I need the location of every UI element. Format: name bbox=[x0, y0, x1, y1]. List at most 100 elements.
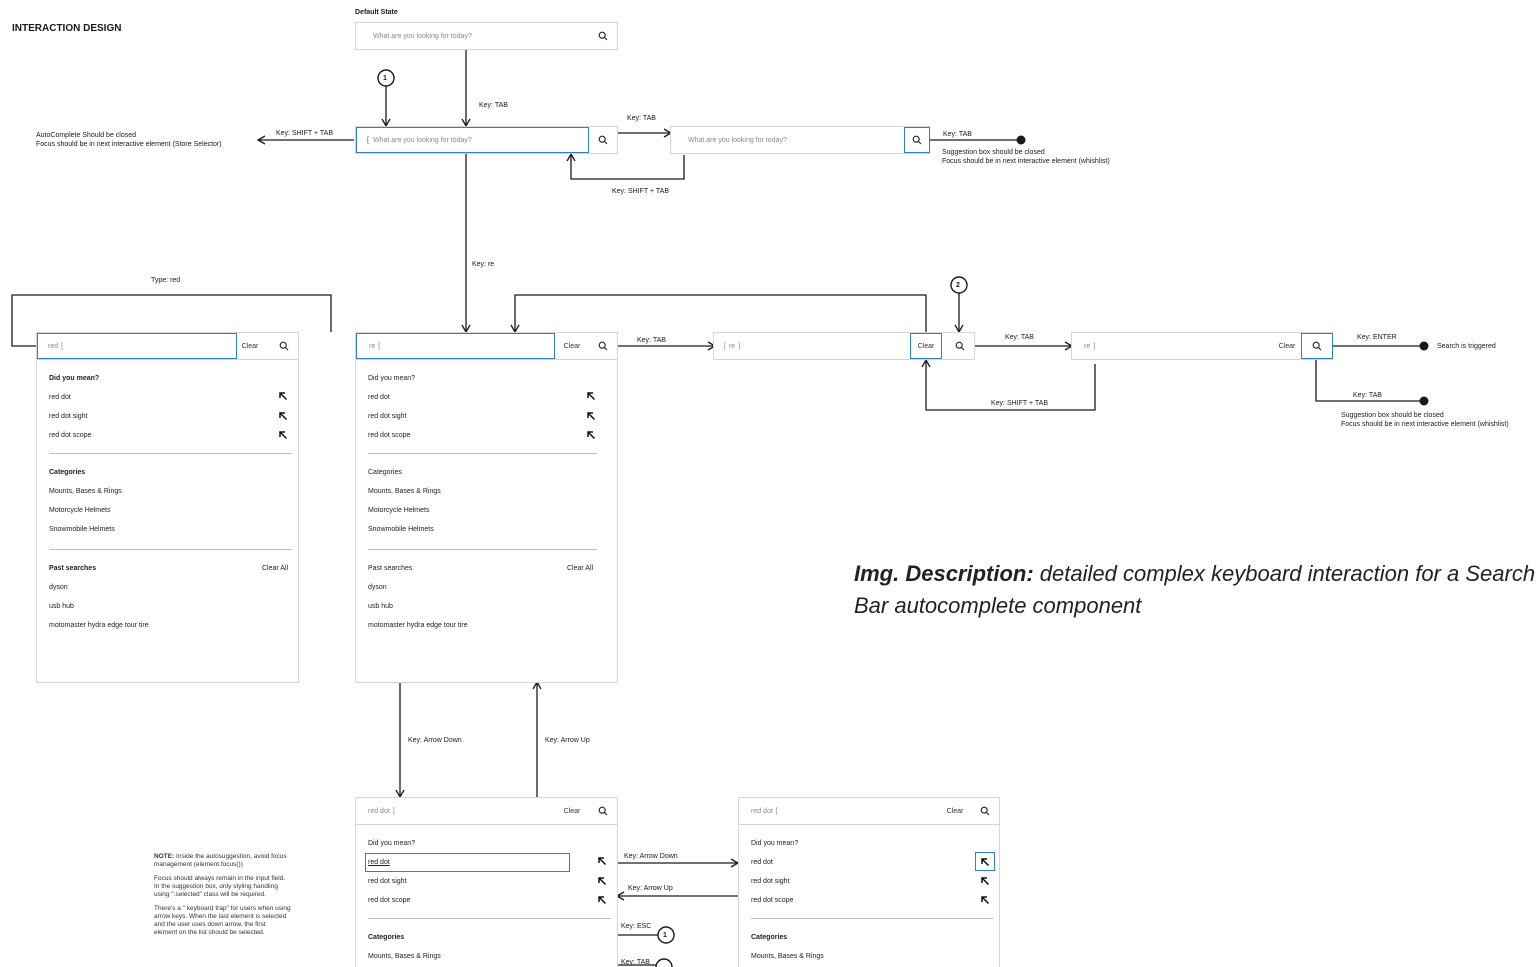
edge-shift-tab-back bbox=[566, 152, 685, 180]
search-icon[interactable] bbox=[971, 798, 999, 824]
categories-heading: Categories bbox=[368, 934, 405, 941]
search-icon[interactable] bbox=[946, 333, 974, 359]
category-item[interactable]: Mounts, Bases & Rings bbox=[49, 488, 122, 495]
note-line: Inside the autosuggestion, avoid focus bbox=[174, 853, 287, 860]
fill-arrow-icon[interactable] bbox=[980, 895, 990, 905]
category-item[interactable]: Mounts, Bases & Rings bbox=[751, 953, 824, 960]
edge-label-arrow-down: Key: Arrow Down bbox=[408, 737, 462, 744]
suggestion-item-selected[interactable]: red dot bbox=[365, 853, 570, 872]
did-you-mean-heading: Did you mean? bbox=[368, 840, 416, 847]
search-icon[interactable] bbox=[270, 333, 298, 359]
search-icon[interactable] bbox=[589, 23, 617, 49]
search-input[interactable]: red dot] bbox=[368, 807, 395, 815]
note-line: There's a " keyboard trap" for users whe… bbox=[154, 905, 291, 912]
suggestion-item[interactable]: red dot bbox=[751, 859, 773, 866]
search-input[interactable]: re] bbox=[1084, 342, 1096, 350]
search-input[interactable]: re[ bbox=[356, 333, 555, 359]
fill-arrow-icon-selected[interactable] bbox=[975, 852, 995, 871]
search-input[interactable]: What are you looking for today? bbox=[688, 136, 787, 144]
clear-button[interactable]: Clear bbox=[1278, 342, 1296, 350]
suggestion-item[interactable]: red dot sight bbox=[368, 878, 407, 885]
past-searches-heading: Past searches bbox=[49, 565, 97, 572]
suggestion-item[interactable]: red dot sight bbox=[49, 413, 88, 420]
edge-clear-loop bbox=[510, 294, 927, 334]
past-search-item[interactable]: motomaster hydra edge tour tire bbox=[368, 622, 468, 629]
suggestion-panel-re: Did you mean? red dot red dot sight red … bbox=[355, 360, 618, 683]
search-icon[interactable] bbox=[589, 798, 617, 824]
past-search-item[interactable]: dyson bbox=[49, 584, 68, 591]
suggestion-panel-red-dot-arrow: Did you mean? red dot red dot sight red … bbox=[738, 825, 1000, 967]
search-input[interactable]: [re] bbox=[724, 342, 741, 350]
fill-arrow-icon[interactable] bbox=[586, 411, 596, 421]
past-search-item[interactable]: usb hub bbox=[49, 603, 74, 610]
clear-button[interactable]: Clear bbox=[910, 333, 942, 359]
step-circle bbox=[657, 926, 675, 944]
category-item[interactable]: Snowmobile Helmets bbox=[49, 526, 115, 533]
note-focus-wishlist: Focus should be in next interactive elem… bbox=[942, 158, 1110, 165]
fill-arrow-icon[interactable] bbox=[597, 876, 607, 886]
note-autocomplete-closed: AutoComplete Should be closed bbox=[36, 132, 137, 139]
clear-all-link[interactable]: Clear All bbox=[262, 565, 289, 572]
search-input[interactable]: red dot[ bbox=[751, 807, 778, 815]
category-item[interactable]: Snowmobile Helmets bbox=[368, 526, 434, 533]
edge-label-tab: Key: TAB bbox=[1005, 334, 1034, 341]
search-icon[interactable] bbox=[1301, 333, 1333, 359]
search-icon[interactable] bbox=[589, 333, 617, 359]
fill-arrow-icon[interactable] bbox=[597, 895, 607, 905]
suggestion-item[interactable]: red dot scope bbox=[368, 897, 411, 904]
category-item[interactable]: Motorcycle Helmets bbox=[368, 507, 430, 514]
note-line: using ".selected" class will be required… bbox=[154, 891, 266, 898]
clear-button[interactable]: Clear bbox=[946, 807, 964, 815]
search-input[interactable]: [What are you looking for today? bbox=[356, 127, 589, 153]
clear-all-link[interactable]: Clear All bbox=[567, 565, 594, 572]
suggestion-item[interactable]: red dot scope bbox=[49, 432, 92, 439]
suggestion-panel-red-dot: Did you mean? red dot red dot sight red … bbox=[355, 825, 618, 967]
edge-tab-close bbox=[1315, 360, 1424, 402]
search-icon[interactable] bbox=[904, 127, 930, 153]
note-suggestion-closed: Suggestion box should be closed bbox=[942, 149, 1045, 156]
suggestion-panel-red: Did you mean? red dot red dot sight red … bbox=[36, 360, 299, 683]
suggestion-item[interactable]: red dot sight bbox=[751, 878, 790, 885]
fill-arrow-icon[interactable] bbox=[278, 430, 288, 440]
clear-button[interactable]: Clear bbox=[563, 807, 581, 815]
past-search-item[interactable]: usb hub bbox=[368, 603, 393, 610]
step-number: 1 bbox=[663, 932, 667, 939]
past-search-item[interactable]: dyson bbox=[368, 584, 387, 591]
search-icon[interactable] bbox=[589, 127, 617, 153]
suggestion-item[interactable]: red dot scope bbox=[751, 897, 794, 904]
past-search-item[interactable]: motomaster hydra edge tour tire bbox=[49, 622, 149, 629]
fill-arrow-icon[interactable] bbox=[586, 430, 596, 440]
clear-button[interactable]: Clear bbox=[563, 342, 581, 350]
fill-arrow-icon[interactable] bbox=[278, 411, 288, 421]
divider bbox=[751, 918, 993, 919]
search-input[interactable]: What are you looking for today? bbox=[373, 32, 472, 40]
fill-arrow-icon[interactable] bbox=[278, 391, 288, 401]
edge-label-tab: Key: TAB bbox=[479, 102, 508, 109]
suggestion-item[interactable]: red dot scope bbox=[368, 432, 411, 439]
fill-arrow-icon[interactable] bbox=[597, 856, 607, 866]
suggestion-item[interactable]: red dot sight bbox=[368, 413, 407, 420]
categories-heading: Categories bbox=[49, 469, 86, 476]
search-input[interactable]: red[ bbox=[37, 333, 237, 359]
category-item[interactable]: Mounts, Bases & Rings bbox=[368, 488, 441, 495]
search-bar-re: re[ Clear bbox=[355, 332, 618, 360]
step-circle bbox=[655, 958, 673, 967]
end-dot bbox=[1419, 341, 1429, 351]
did-you-mean-heading: Did you mean? bbox=[49, 375, 100, 382]
divider bbox=[368, 549, 597, 550]
step-number: 1 bbox=[383, 75, 387, 82]
fill-arrow-icon[interactable] bbox=[586, 391, 596, 401]
edge-label-tab: Key: TAB bbox=[627, 115, 656, 122]
category-item[interactable]: Motorcycle Helmets bbox=[49, 507, 111, 514]
divider bbox=[368, 453, 597, 454]
edge-label-tab: Key: TAB bbox=[621, 959, 650, 966]
suggestion-item[interactable]: red dot bbox=[49, 394, 71, 401]
fill-arrow-icon[interactable] bbox=[980, 876, 990, 886]
clear-button[interactable]: Clear bbox=[241, 342, 259, 350]
suggestion-item[interactable]: red dot bbox=[368, 394, 390, 401]
category-item[interactable]: Mounts, Bases & Rings bbox=[368, 953, 441, 960]
note-line: element on the list should be selected. bbox=[154, 929, 265, 936]
search-bar-default: What are you looking for today? bbox=[355, 22, 618, 50]
edge-label-shift-tab: Key: SHIFT + TAB bbox=[612, 188, 669, 195]
